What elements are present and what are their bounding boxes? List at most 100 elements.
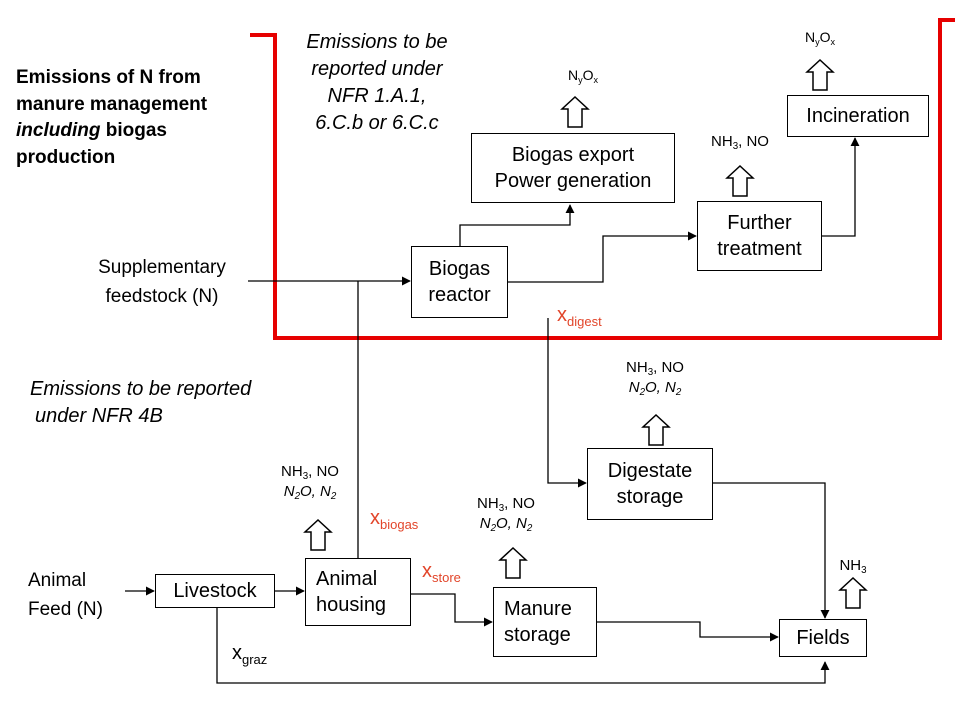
x-digest-sub: digest [567,314,602,329]
em-dig-l2a-sub: 2 [639,386,645,398]
upper-label-line-3: NFR 1.A.1, [327,85,427,107]
fields-box[interactable]: Fields [779,619,867,657]
lower-label-line-2: under NFR 4B [35,405,163,427]
emission-biogas-export: NyOx [553,66,613,85]
em-dig-l1a-sub: 3 [647,367,654,378]
em-man-l2a: N [479,514,491,532]
supplementary-feedstock-label: Supplementary feedstock (N) [72,254,252,311]
biogas-export-line-1: Biogas export [511,144,635,166]
em-hou-l1a-sub: 3 [302,471,309,482]
x-graz-base: x [232,642,242,664]
livestock-box[interactable]: Livestock [155,574,275,608]
upper-label-line-1: Emissions to be [306,31,448,53]
x-store-label: xstore [422,558,461,584]
emission-arrow-further-treatment [726,165,754,197]
digestate-storage-box[interactable]: Digestate storage [587,448,713,520]
arrow-manure-to-fields [597,621,779,642]
em-inc-a: N [804,29,816,45]
emission-arrow-housing [304,519,332,551]
supplementary-line-1: Supplementary [98,257,226,278]
incineration-box[interactable]: Incineration [787,95,929,137]
title-line-3-rest: biogas [100,120,167,142]
title-line-1: Emissions of N from [16,67,201,88]
em-man-line-2: N2O, N2 [456,514,556,534]
em-dig-l2a: N [628,378,640,396]
em-hou-l2b-sub: 2 [330,490,337,502]
animal-housing-line-1: Animal [316,568,378,590]
em-man-l1a: NH [477,495,499,512]
em-fld-a: NH [839,557,862,574]
arrow-reactor-to-digestate [547,318,587,488]
emission-housing: NH3, NO N2O, N2 [260,462,360,501]
em-hou-line-2: N2O, N2 [260,482,360,502]
livestock-label: Livestock [173,580,257,602]
digestate-storage-line-1: Digestate [607,460,693,482]
x-store-sub: store [432,570,461,585]
x-digest-base: x [557,304,567,326]
em-ft-a-sub: 3 [732,141,739,152]
em-dig-l2b: O, N [645,378,676,396]
em-dig-l1b: , NO [653,359,684,376]
em-ft-b: , NO [738,133,769,150]
system-boundary [250,18,955,340]
x-biogas-label: xbiogas [370,505,418,531]
digestate-storage-line-2: storage [616,486,684,508]
biogas-reactor-line-2: reactor [428,284,491,306]
incineration-label: Incineration [806,105,910,127]
em-ft-a: NH [711,133,733,150]
em-hou-l1a: NH [281,463,303,480]
em-exp-b-sub: x [593,75,599,85]
em-inc-b: O [819,29,831,45]
x-store-base: x [422,560,432,582]
animal-feed-line-2: Feed (N) [28,598,103,620]
em-man-l2a-sub: 2 [490,522,496,534]
em-dig-line-2: N2O, N2 [605,378,705,398]
biogas-export-line-2: Power generation [494,170,652,192]
arrow-grazing-to-fields [216,608,830,684]
manure-storage-line-1: Manure [504,598,572,620]
em-hou-l2a: N [283,482,295,500]
em-exp-a-sub: y [578,75,583,85]
fields-label: Fields [796,627,850,649]
emission-manure: NH3, NO N2O, N2 [456,494,556,533]
emission-arrow-manure [499,547,527,579]
em-hou-l2b: O, N [300,482,331,500]
em-man-l1b: , NO [504,495,535,512]
x-graz-sub: graz [242,652,268,667]
emission-arrow-digestate [642,414,670,446]
emission-arrow-biogas-export [561,96,589,128]
em-man-l2b-sub: 2 [526,522,533,534]
arrow-reactor-to-treatment [508,231,697,283]
arrow-digestate-to-fields [713,482,830,619]
em-exp-b: O [582,67,594,83]
animal-feed-label: Animal Feed (N) [28,567,103,624]
x-biogas-sub: biogas [380,517,419,532]
manure-storage-box[interactable]: Manure storage [493,587,597,657]
title-line-4: production [16,146,116,168]
em-dig-l1a: NH [626,359,648,376]
em-inc-b-sub: x [830,37,836,47]
emission-arrow-incineration [806,59,834,91]
em-hou-line-1: NH3, NO [260,462,360,482]
lower-label-line-1: Emissions to be reported [30,378,252,400]
emission-fields: NH3 [823,556,883,576]
x-graz-label: xgraz [232,640,267,666]
diagram-title: Emissions of N from manure management in… [16,65,207,171]
upper-label-line-2: reported under [311,58,443,80]
manure-storage-line-2: storage [504,624,571,646]
em-dig-line-1: NH3, NO [605,358,705,378]
arrow-housing-to-manure [411,593,493,627]
em-exp-a: N [567,67,579,83]
emission-digestate: NH3, NO N2O, N2 [605,358,705,397]
em-man-l1a-sub: 3 [498,503,505,514]
em-hou-l2a-sub: 2 [294,490,300,502]
emission-arrow-fields [839,577,867,609]
arrow-treatment-to-incineration [822,137,860,237]
supplementary-line-2: feedstock (N) [105,285,219,307]
arrow-reactor-to-export [459,204,575,248]
